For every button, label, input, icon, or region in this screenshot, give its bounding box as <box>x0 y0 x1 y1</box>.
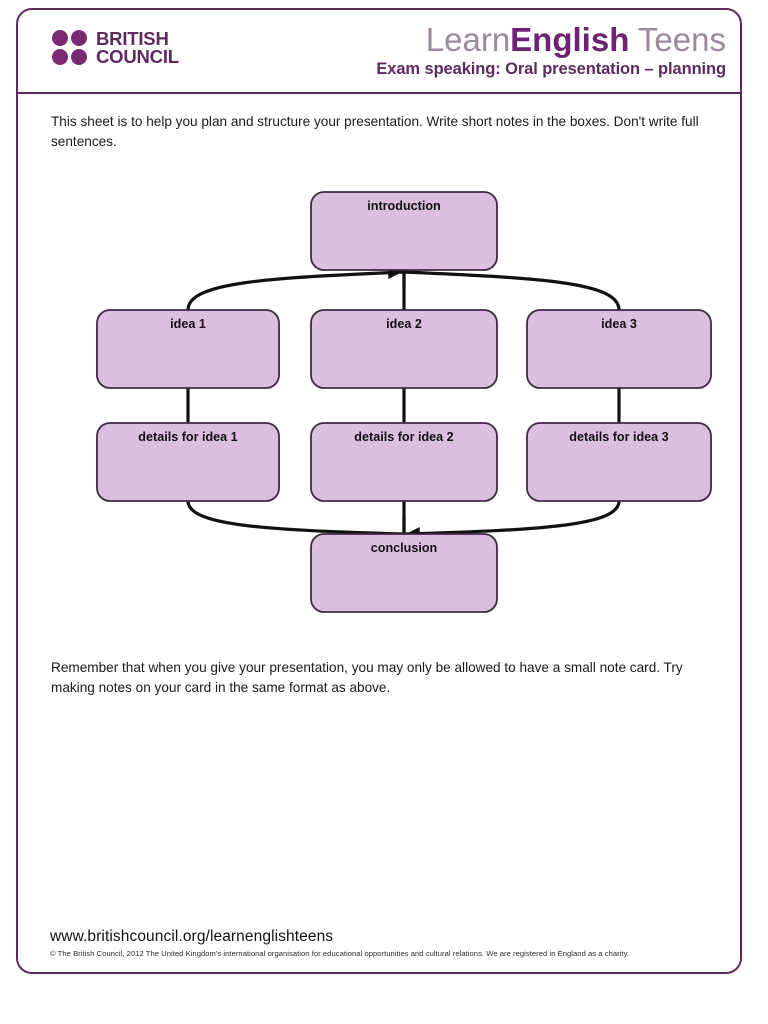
british-council-logo: BRITISH COUNCIL <box>52 28 179 67</box>
intro-instructions: This sheet is to help you plan and struc… <box>51 114 699 149</box>
connector-details1-to-conclusion <box>186 499 406 536</box>
connector-intro-to-idea1 <box>186 270 406 312</box>
node-label-idea-2: idea 2 <box>386 317 422 331</box>
brand-block: LearnEnglish Teens Exam speaking: Oral p… <box>376 22 726 79</box>
node-label-idea-3: idea 3 <box>601 317 637 331</box>
diagram-nodes: introduction idea 1 idea 2 idea 3 <box>96 191 712 613</box>
node-details-idea-2[interactable]: details for idea 2 <box>310 422 498 502</box>
connector-intro-to-idea3 <box>402 270 621 312</box>
brand-title: LearnEnglish Teens <box>376 22 726 58</box>
node-box-idea-1[interactable] <box>96 309 280 389</box>
node-label-introduction: introduction <box>367 199 440 213</box>
diagram-canvas: introduction idea 1 idea 2 idea 3 <box>96 191 712 613</box>
footer-copyright: © The British Council, 2012 The United K… <box>50 949 630 958</box>
node-label-details-idea-2: details for idea 2 <box>354 430 453 444</box>
brand-part-teens: Teens <box>629 21 726 58</box>
node-idea-2[interactable]: idea 2 <box>310 309 498 389</box>
connector-lines <box>186 261 621 545</box>
page-title: Exam speaking: Oral presentation – plann… <box>376 59 726 78</box>
node-details-idea-3[interactable]: details for idea 3 <box>526 422 712 502</box>
node-label-details-idea-1: details for idea 1 <box>138 430 237 444</box>
node-label-idea-1: idea 1 <box>170 317 206 331</box>
note-card-advice: Remember that when you give your present… <box>51 660 683 695</box>
node-details-idea-1[interactable]: details for idea 1 <box>96 422 280 502</box>
node-label-details-idea-3: details for idea 3 <box>569 430 668 444</box>
node-box-details-idea-3[interactable] <box>526 422 712 502</box>
node-box-details-idea-2[interactable] <box>310 422 498 502</box>
page-footer: www.britishcouncil.org/learnenglishteens… <box>50 928 720 958</box>
node-introduction[interactable]: introduction <box>310 191 498 271</box>
node-idea-3[interactable]: idea 3 <box>526 309 712 389</box>
node-box-introduction[interactable] <box>310 191 498 271</box>
worksheet-page: BRITISH COUNCIL LearnEnglish Teens Exam … <box>16 8 742 974</box>
node-box-details-idea-1[interactable] <box>96 422 280 502</box>
logo-line-2: COUNCIL <box>96 45 179 67</box>
logo-dots-icon <box>52 30 87 65</box>
brand-part-english: English <box>510 21 630 58</box>
logo-line-1: BRITISH <box>96 28 169 50</box>
page-header: BRITISH COUNCIL LearnEnglish Teens Exam … <box>18 10 740 94</box>
node-box-conclusion[interactable] <box>310 533 498 613</box>
node-box-idea-2[interactable] <box>310 309 498 389</box>
connector-details3-to-conclusion <box>402 499 621 536</box>
british-council-wordmark: BRITISH COUNCIL <box>96 28 179 67</box>
presentation-planning-diagram: introduction idea 1 idea 2 idea 3 <box>18 170 744 620</box>
node-label-conclusion: conclusion <box>371 541 437 555</box>
node-box-idea-3[interactable] <box>526 309 712 389</box>
footer-website-url[interactable]: www.britishcouncil.org/learnenglishteens <box>50 928 334 945</box>
brand-part-learn: Learn <box>425 21 511 58</box>
node-idea-1[interactable]: idea 1 <box>96 309 280 389</box>
node-conclusion[interactable]: conclusion <box>310 533 498 613</box>
